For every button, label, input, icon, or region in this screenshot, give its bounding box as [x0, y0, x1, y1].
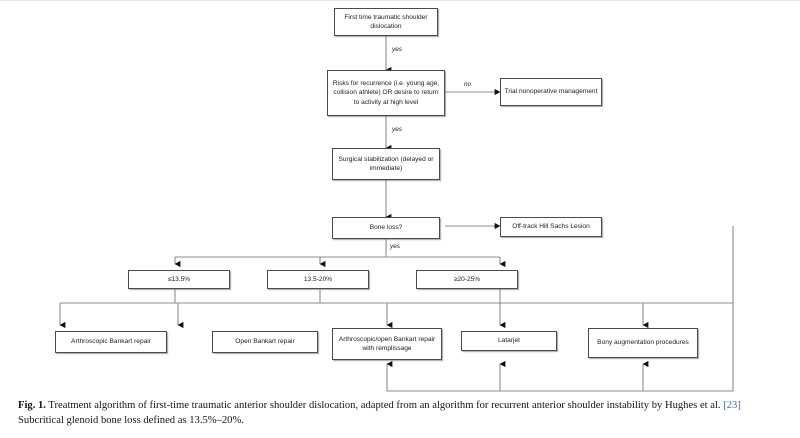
edge-label-yes-second: yes [392, 126, 402, 133]
caption-text-after-citation: Subcritical glenoid bone loss defined as… [18, 415, 244, 427]
figure-number: Fig. 1. [18, 400, 46, 411]
flowchart-figure: First time traumatic shoulder dislocatio… [55, 8, 734, 392]
node-surgical-stabilization: Surgical stabilization (delayed or immed… [332, 148, 440, 180]
node-arthroscopic-bankart-repair: Arthroscopic Bankart repair [55, 331, 167, 353]
node-bankart-repair-remplissage: Arthroscopic/open Bankart repair with re… [332, 328, 442, 360]
node-bone-loss: Bone loss? [332, 217, 440, 239]
page-top-rule [0, 0, 800, 1]
node-off-track-hill-sachs: Off-track Hill Sachs Lesion [500, 217, 602, 237]
node-first-dislocation: First time traumatic shoulder dislocatio… [334, 8, 438, 36]
caption-citation-link[interactable]: [23] [723, 400, 741, 411]
node-bone-loss-low: ≤13.5% [128, 270, 230, 289]
edge-label-yes-first: yes [392, 46, 402, 53]
node-latarjet: Latarjet [461, 331, 557, 351]
node-risks-recurrence: Risks for recurrence (i.e. young age, co… [327, 70, 445, 116]
edge-label-yes-third: yes [390, 243, 400, 250]
figure-caption: Fig. 1. Treatment algorithm of first-tim… [18, 398, 784, 429]
node-bone-loss-mid: 13.5-20% [267, 270, 369, 289]
caption-text-before-citation: Treatment algorithm of first-time trauma… [45, 400, 724, 411]
flowchart-connectors [59, 36, 734, 392]
node-bony-augmentation-procedures: Bony augmentation procedures [588, 328, 698, 358]
node-trial-nonoperative: Trial nonoperative management [500, 78, 602, 106]
edge-label-no: no [464, 81, 472, 88]
node-open-bankart-repair: Open Bankart repair [212, 331, 318, 353]
node-bone-loss-high: ≥20-25% [416, 270, 518, 289]
